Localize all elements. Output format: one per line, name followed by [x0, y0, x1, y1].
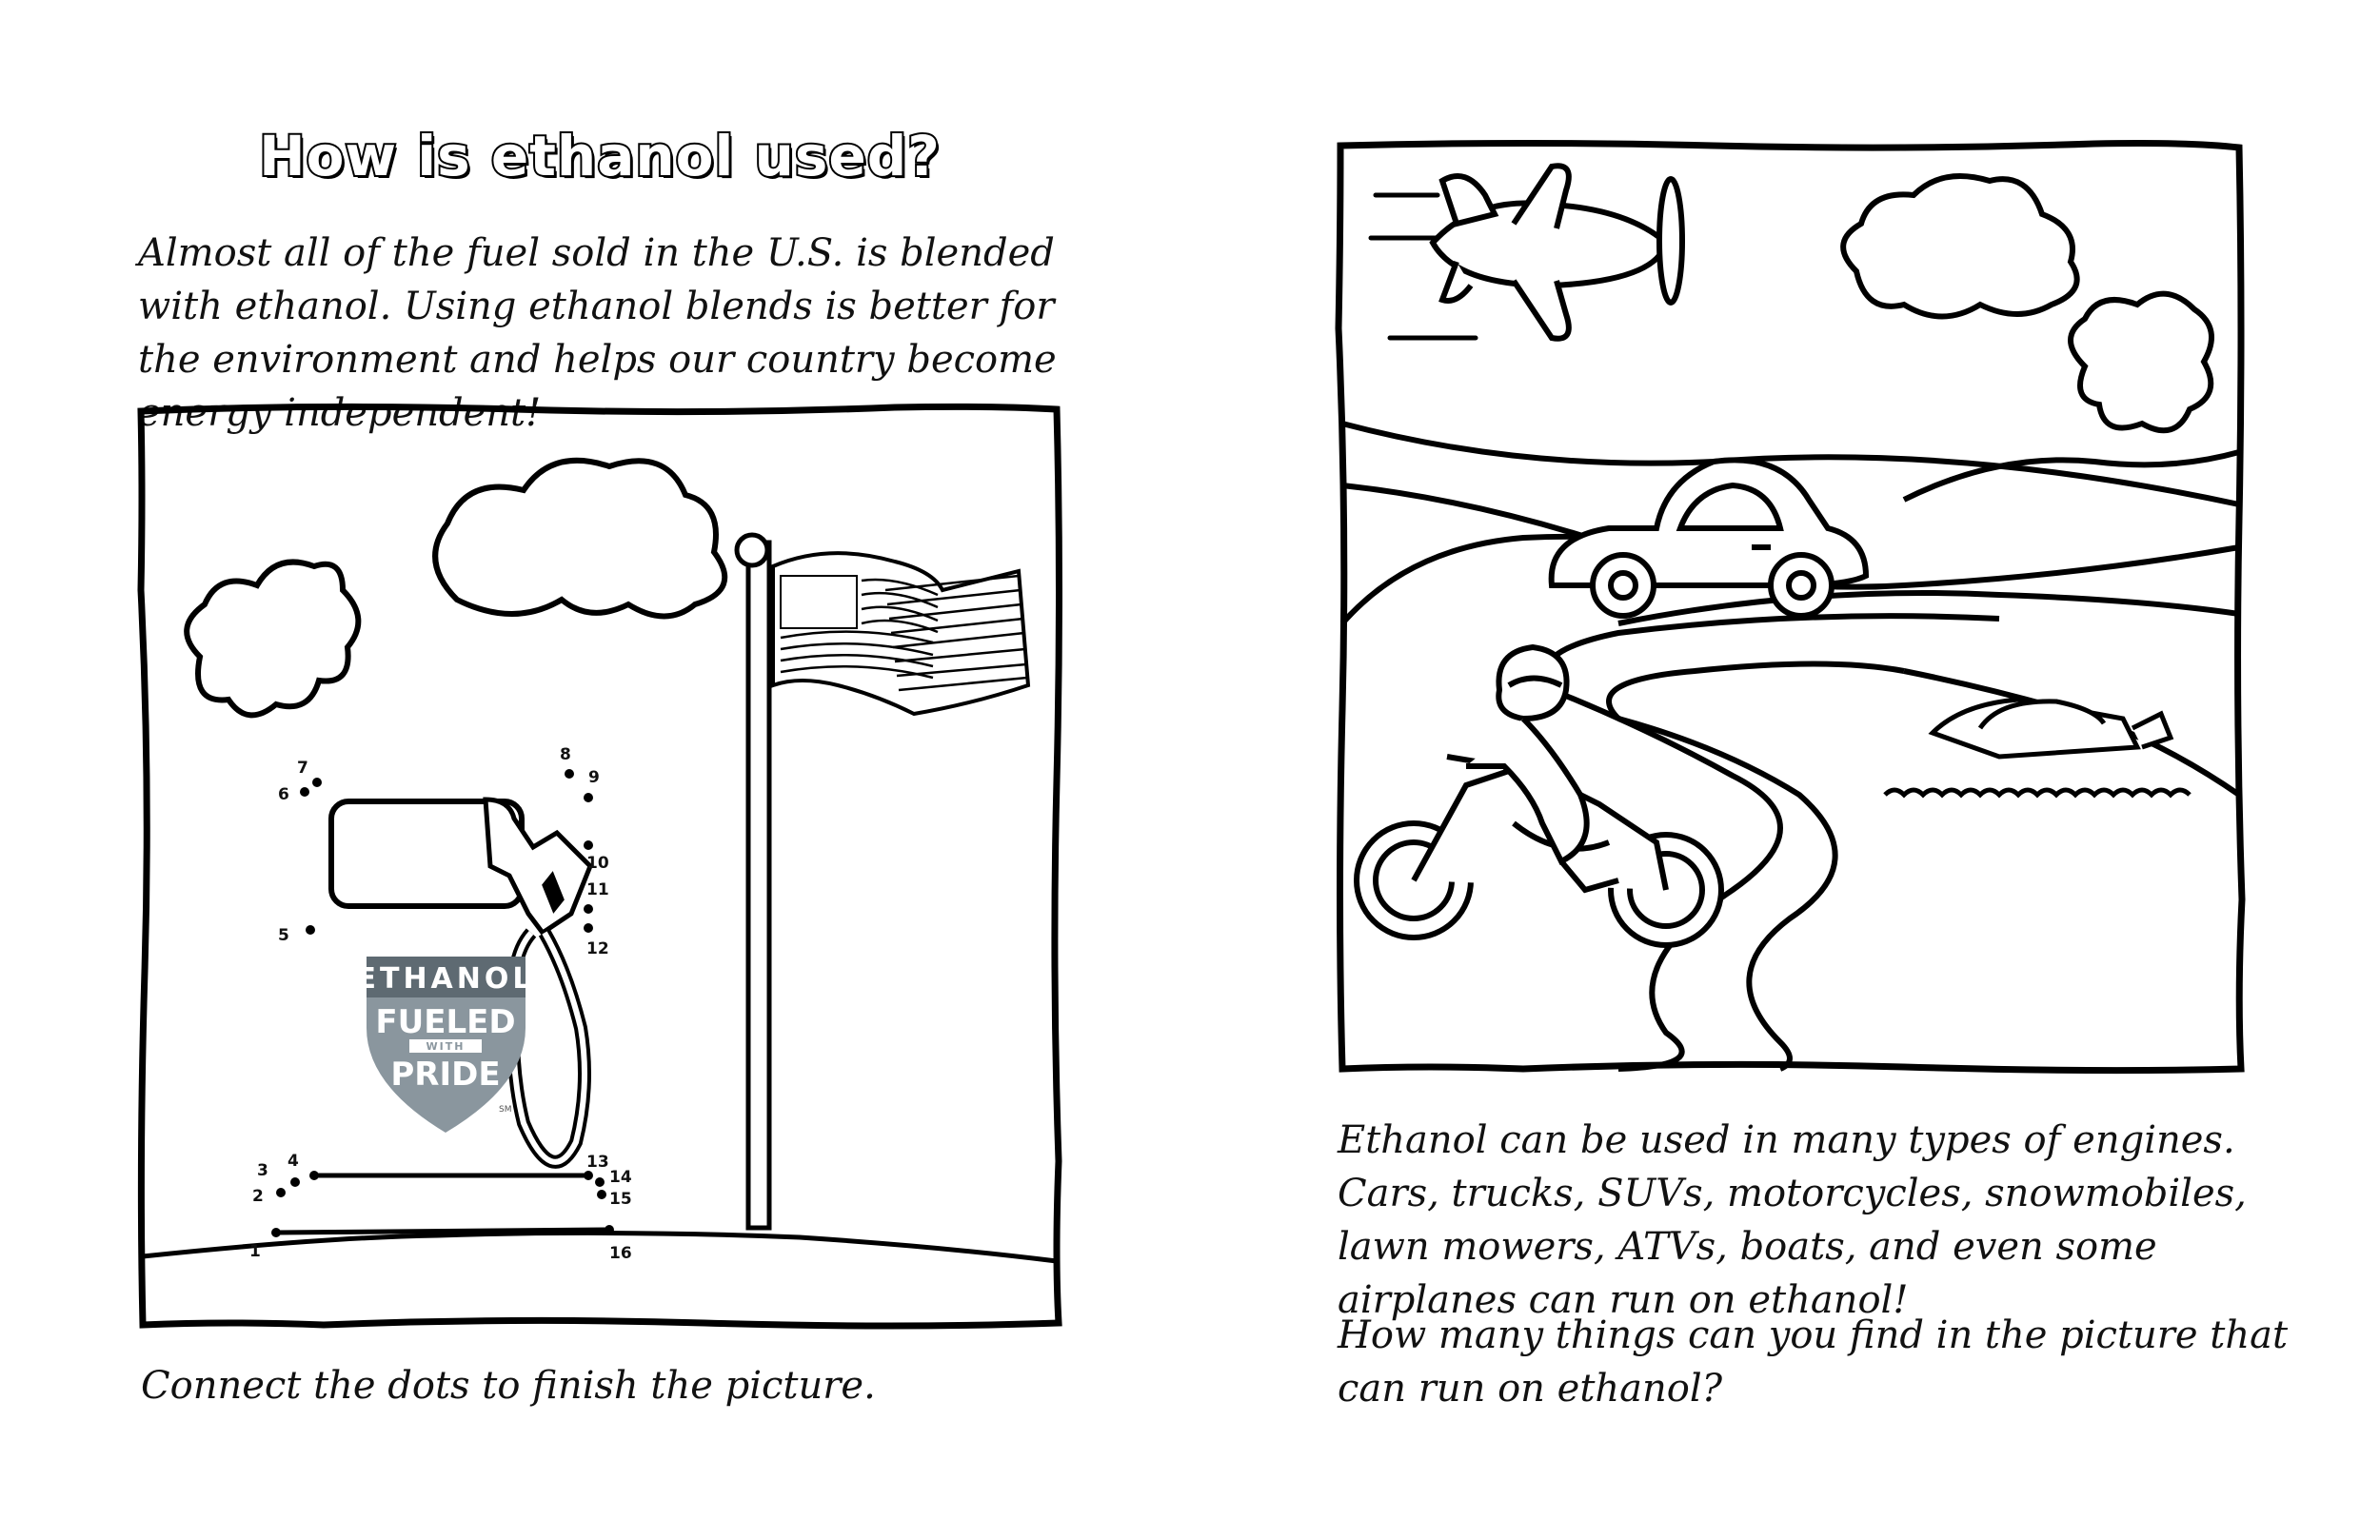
flagpole-top	[734, 532, 770, 568]
question-paragraph: How many things can you find in the pict…	[1338, 1313, 2289, 1411]
svg-text:PRIDE: PRIDE	[390, 1056, 500, 1094]
fuel-nozzle-icon	[483, 797, 593, 937]
vehicles-paragraph: Ethanol can be used in many types of eng…	[1338, 1118, 2247, 1322]
svg-text:9: 9	[588, 768, 600, 787]
car-icon	[1548, 457, 1870, 619]
dot-labels: 1 2 3 4 5 6 7 8 9 10 11 12 13 14 15 16	[249, 745, 632, 1263]
page-title: How is ethanol used?	[257, 122, 942, 190]
caption-connect-dots: Connect the dots to finish the picture.	[141, 1364, 876, 1408]
svg-text:2: 2	[252, 1187, 264, 1206]
frame-border	[1335, 140, 2246, 1075]
american-flag-icon	[771, 551, 1031, 717]
cloud-icon	[2068, 290, 2214, 434]
svg-text:14: 14	[609, 1168, 632, 1187]
svg-text:12: 12	[586, 939, 609, 958]
ground-line	[142, 1230, 1058, 1264]
svg-text:11: 11	[586, 880, 609, 899]
svg-text:10: 10	[586, 854, 609, 873]
svg-text:16: 16	[609, 1244, 632, 1263]
vehicles-scene-illustration	[1335, 140, 2246, 1075]
frame-border	[137, 403, 1062, 1330]
svg-text:1: 1	[249, 1242, 261, 1261]
svg-text:7: 7	[297, 759, 308, 778]
svg-text:8: 8	[560, 745, 571, 764]
svg-text:FUELED: FUELED	[375, 1003, 515, 1041]
svg-text:3: 3	[257, 1161, 268, 1180]
svg-text:4: 4	[288, 1152, 299, 1171]
speed-lines	[1368, 192, 1478, 341]
svg-text:ETHANOL: ETHANOL	[356, 962, 534, 996]
cloud-icon	[1840, 173, 2080, 320]
airplane-icon	[1429, 163, 1685, 342]
left-page: How is ethanol used? Almost all of the f…	[137, 122, 1062, 1408]
connect-dots-illustration: 1 2 3 4 5 6 7 8 9 10 11 12 13 14 15 16 E…	[137, 403, 1062, 1330]
cloud-icon	[184, 559, 362, 719]
svg-text:SM: SM	[499, 1105, 511, 1115]
svg-text:15: 15	[609, 1190, 632, 1209]
dot-line-1-16	[275, 1227, 610, 1235]
right-page: Ethanol can be used in many types of eng…	[1190, 0, 2380, 1540]
svg-text:5: 5	[278, 926, 289, 945]
ethanol-fueled-with-pride-badge: ETHANOL FUELED WITH PRIDE SM	[356, 957, 534, 1133]
motorcycle-icon	[1354, 754, 1724, 948]
flagpole	[745, 540, 772, 1231]
svg-text:6: 6	[278, 785, 289, 804]
svg-text:13: 13	[586, 1153, 609, 1172]
rider-icon	[1466, 643, 1619, 894]
svg-text:WITH: WITH	[426, 1040, 466, 1053]
dots	[271, 769, 614, 1237]
boat-icon	[1883, 697, 2192, 799]
intro-paragraph: Almost all of the fuel sold in the U.S. …	[138, 231, 1057, 435]
cloud-icon	[432, 457, 728, 620]
